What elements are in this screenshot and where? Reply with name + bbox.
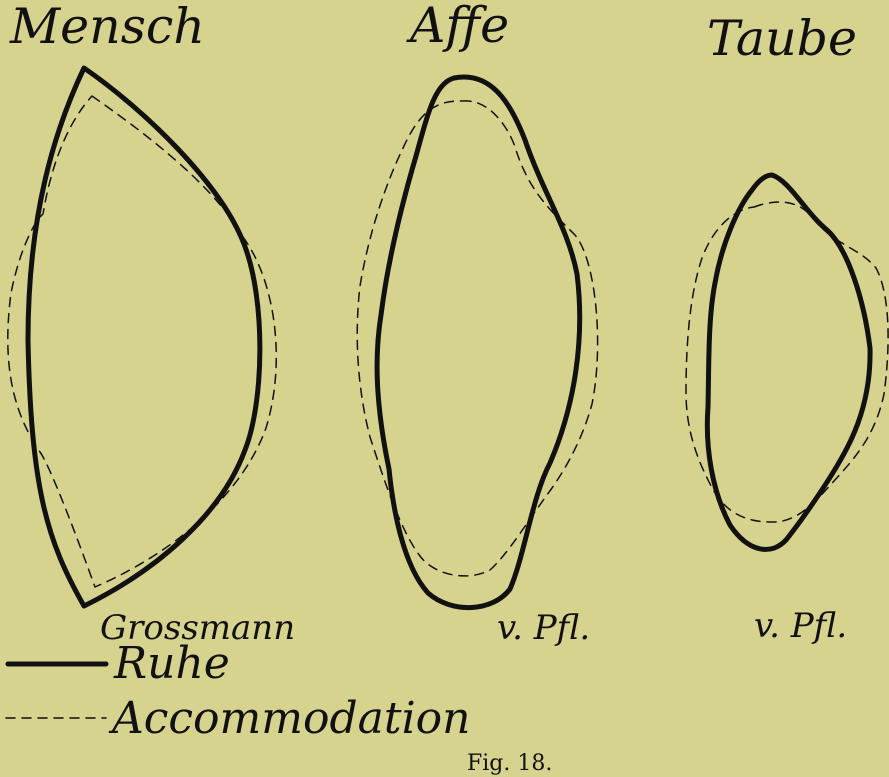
lens-pigeon-group: Taube v. Pfl. <box>686 10 888 646</box>
human-rest-outline <box>28 68 260 606</box>
legend-accommodation-label: Accommodation <box>108 693 470 744</box>
lens-human-group: Mensch Grossmann <box>8 0 295 648</box>
figure-caption: Fig. 18. <box>467 751 552 776</box>
source-pigeon: v. Pfl. <box>754 606 847 646</box>
pigeon-accommodation-outline <box>686 202 888 522</box>
title-monkey: Affe <box>406 0 509 54</box>
monkey-rest-outline <box>377 77 580 608</box>
diagram-legend: Ruhe Accommodation <box>6 638 470 744</box>
legend-rest-label: Ruhe <box>113 638 230 689</box>
title-human: Mensch <box>9 0 205 55</box>
lens-monkey-group: Affe v. Pfl. <box>357 0 597 648</box>
title-pigeon: Taube <box>707 10 857 67</box>
source-monkey: v. Pfl. <box>497 608 590 648</box>
pigeon-rest-outline <box>707 175 870 549</box>
monkey-accommodation-outline <box>357 101 597 576</box>
